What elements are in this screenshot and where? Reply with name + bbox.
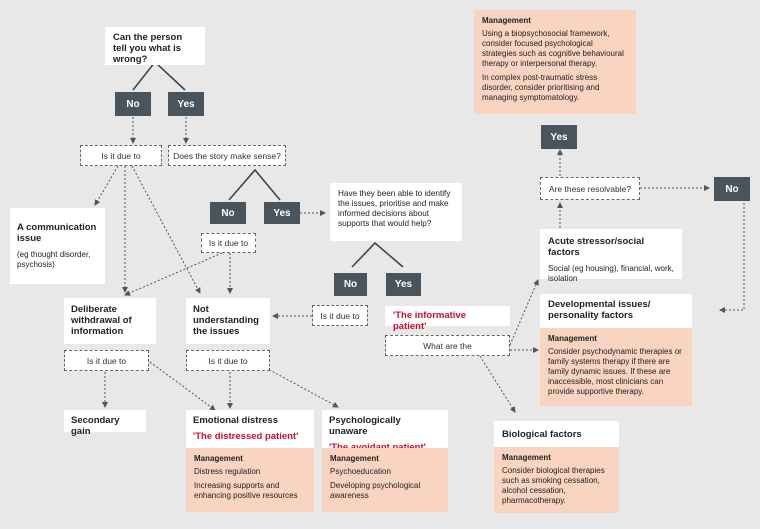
emo-mgmt-1: Distress regulation — [194, 467, 261, 476]
avoidant-patient-label: 'The avoidant patient' — [329, 442, 441, 453]
distressed-patient-label: 'The distressed patient' — [193, 431, 299, 442]
dev-mgmt: Consider psychodynamic therapies or fami… — [548, 347, 682, 396]
informative-patient-box: 'The informative patient' — [385, 306, 510, 332]
is-it-due-to-1: Is it due to — [80, 145, 162, 166]
acute-stressor-box: Acute stressor/social factors Social (eg… — [540, 229, 682, 283]
are-these-resolvable: Are these resolvable? — [540, 177, 640, 200]
biological-factors-title: Biological factors — [502, 429, 582, 440]
withdrawal-box: Deliberate withdrawal of information — [64, 298, 156, 344]
developmental-title: Developmental issues/ personality factor… — [548, 299, 651, 321]
what-are-the: What are the — [385, 335, 510, 356]
psy-mgmt-2: Developing psychological awareness — [330, 481, 421, 500]
psychologically-unaware-title: Psychologically unaware — [329, 415, 401, 437]
communication-issue: A communication issue (eg thought disord… — [10, 208, 105, 284]
question-can-tell-text: Can the person tell you what is wrong? — [113, 32, 183, 65]
psy-mgmt-1: Psychoeducation — [330, 467, 391, 476]
developmental-management: Management Consider psychodynamic therap… — [540, 328, 692, 406]
no-button-1: No — [115, 92, 151, 116]
no-button-3: No — [334, 273, 367, 296]
no-button-2: No — [210, 202, 246, 224]
yes-button-1: Yes — [168, 92, 204, 116]
is-it-due-to-5: Is it due to — [186, 350, 270, 371]
informative-patient-label: 'The informative patient' — [393, 310, 466, 332]
emotional-distress-title: Emotional distress — [193, 415, 278, 426]
yes-button-4: Yes — [541, 125, 577, 149]
acute-stressor-sub: Social (eg housing), financial, work, is… — [548, 264, 674, 283]
no-button-4: No — [714, 177, 750, 201]
biological-factors-box: Biological factors — [494, 421, 619, 447]
communication-issue-title: A communication issue — [17, 222, 97, 244]
management-heading: Management — [548, 334, 597, 343]
top-mgmt-1: Using a biopsychosocial framework, consi… — [482, 29, 624, 68]
communication-issue-sub: (eg thought disorder, psychosis) — [17, 250, 91, 269]
is-it-due-to-3: Is it due to — [312, 305, 368, 326]
emotional-distress-box: Emotional distress 'The distressed patie… — [186, 410, 314, 448]
management-heading: Management — [482, 16, 531, 25]
informed-decisions-text: Have they been able to identify the issu… — [338, 189, 451, 228]
is-it-due-to-4: Is it due to — [64, 350, 149, 371]
biological-factors-management: Management Consider biological therapies… — [494, 447, 619, 513]
management-heading: Management — [502, 453, 551, 462]
secondary-gain-box: Secondary gain — [64, 410, 146, 437]
psychologically-unaware-management: Management Psychoeducation Developing ps… — [322, 448, 448, 512]
developmental-box: Developmental issues/ personality factor… — [540, 294, 692, 328]
story-makes-sense: Does the story make sense? — [168, 145, 286, 166]
withdrawal-title: Deliberate withdrawal of information — [71, 304, 132, 337]
emo-mgmt-2: Increasing supports and enhancing positi… — [194, 481, 298, 500]
is-it-due-to-2: Is it due to — [201, 233, 256, 253]
psychologically-unaware-box: Psychologically unaware 'The avoidant pa… — [322, 410, 448, 453]
yes-button-2: Yes — [264, 202, 300, 224]
management-heading: Management — [194, 454, 243, 463]
management-heading: Management — [330, 454, 379, 463]
not-understanding-box: Not understanding the issues — [186, 298, 270, 344]
bio-mgmt: Consider biological therapies such as sm… — [502, 466, 605, 505]
yes-button-3: Yes — [386, 273, 421, 296]
top-mgmt-2: In complex post-traumatic stress disorde… — [482, 73, 600, 102]
secondary-gain-title: Secondary gain — [71, 415, 120, 437]
question-can-tell: Can the person tell you what is wrong? — [105, 27, 205, 65]
not-understanding-title: Not understanding the issues — [193, 304, 259, 337]
acute-stressor-title: Acute stressor/social factors — [548, 236, 645, 258]
informed-decisions-question: Have they been able to identify the issu… — [330, 183, 462, 241]
top-management: Management Using a biopsychosocial frame… — [474, 10, 636, 114]
emotional-distress-management: Management Distress regulation Increasin… — [186, 448, 314, 512]
